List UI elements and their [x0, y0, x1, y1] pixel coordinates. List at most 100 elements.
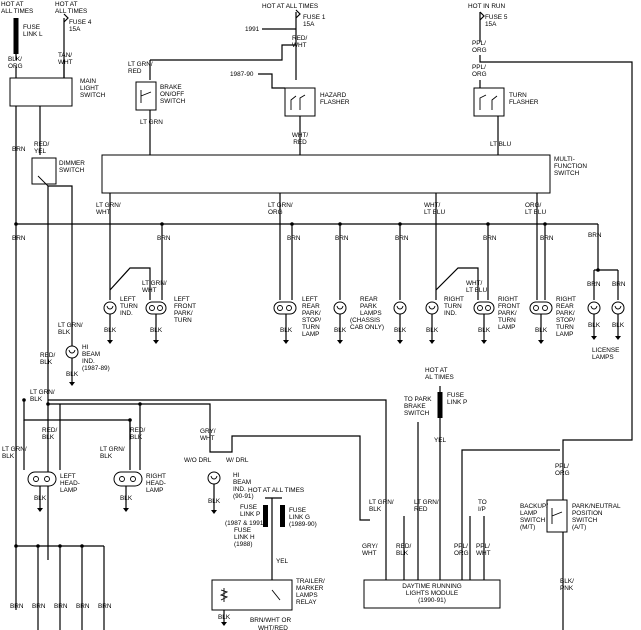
headlamps: LT GRN/BLK RED/BLK RED/BLK LT GRN/BLK LT… — [2, 389, 211, 512]
svg-text:RED/BLK: RED/BLK — [42, 427, 57, 441]
svg-text:LT BLU: LT BLU — [490, 141, 511, 148]
svg-text:LT GRN/WHT: LT GRN/WHT — [142, 280, 167, 294]
bottom-brn-row: BRN BRN BRN BRN BRN — [10, 544, 112, 630]
svg-text:WHT/LT BLU: WHT/LT BLU — [424, 202, 445, 216]
svg-text:LT GRN/WHT: LT GRN/WHT — [96, 202, 121, 216]
svg-text:BRN/WHT OR: BRN/WHT OR — [250, 617, 291, 624]
svg-text:BRN: BRN — [612, 281, 626, 288]
svg-text:LT GRN: LT GRN — [140, 119, 163, 126]
svg-text:BRN: BRN — [395, 235, 409, 242]
svg-text:BLK: BLK — [218, 614, 231, 621]
svg-text:W/O DRL: W/O DRL — [184, 457, 212, 464]
svg-text:LT GRN/BLK: LT GRN/BLK — [369, 499, 394, 513]
svg-text:TAN/WHT: TAN/WHT — [58, 52, 73, 66]
svg-text:BRN: BRN — [54, 603, 68, 610]
svg-text:1991: 1991 — [245, 26, 260, 33]
svg-text:BRN: BRN — [287, 235, 301, 242]
svg-text:YEL: YEL — [276, 558, 289, 565]
svg-text:RED/WHT: RED/WHT — [292, 35, 307, 49]
svg-text:TOI/P: TOI/P — [478, 499, 487, 513]
svg-text:BLK: BLK — [66, 371, 79, 378]
svg-text:RED/BLK: RED/BLK — [40, 352, 55, 366]
svg-text:BRN: BRN — [483, 235, 497, 242]
svg-text:BLK: BLK — [120, 495, 133, 502]
svg-text:1987-90: 1987-90 — [230, 71, 254, 78]
svg-text:BLK: BLK — [535, 327, 548, 334]
svg-text:GRY/WHT: GRY/WHT — [362, 543, 378, 557]
svg-text:BRN: BRN — [98, 603, 112, 610]
svg-text:LT GRN/BLK: LT GRN/BLK — [2, 446, 27, 460]
svg-text:PPL/ORG: PPL/ORG — [555, 463, 570, 477]
svg-text:BLK: BLK — [334, 327, 347, 334]
svg-text:WHT/RED: WHT/RED — [258, 625, 288, 630]
svg-text:RED/BLK: RED/BLK — [130, 427, 145, 441]
svg-text:RED/YEL: RED/YEL — [34, 141, 49, 155]
svg-text:BRN: BRN — [10, 603, 24, 610]
svg-text:BRN: BRN — [76, 603, 90, 610]
svg-text:BLK: BLK — [394, 327, 407, 334]
svg-text:LT GRN/RED: LT GRN/RED — [128, 61, 153, 75]
svg-text:BLK: BLK — [588, 322, 601, 329]
svg-text:HOT IN RUN: HOT IN RUN — [468, 3, 506, 10]
svg-text:BRN: BRN — [588, 232, 602, 239]
svg-text:BRN: BRN — [32, 603, 46, 610]
svg-text:BLK: BLK — [478, 327, 491, 334]
svg-text:HOT AT ALL TIMES: HOT AT ALL TIMES — [262, 3, 318, 10]
svg-text:BLK/PNK: BLK/PNK — [560, 578, 574, 592]
svg-text:BRN: BRN — [12, 235, 26, 242]
svg-text:WHT/LT BLU: WHT/LT BLU — [466, 280, 487, 294]
svg-text:LT GRN/BLK: LT GRN/BLK — [58, 322, 83, 336]
svg-text:LT GRN/RED: LT GRN/RED — [414, 499, 439, 513]
svg-text:BLK: BLK — [208, 498, 221, 505]
svg-text:BRN: BRN — [12, 146, 26, 153]
svg-text:BLK: BLK — [104, 327, 117, 334]
svg-text:BLK: BLK — [280, 327, 293, 334]
svg-text:BRN: BRN — [587, 281, 601, 288]
svg-text:PPL/WHT: PPL/WHT — [476, 543, 491, 557]
svg-text:BRN: BRN — [335, 235, 349, 242]
svg-text:ORG/LT BLU: ORG/LT BLU — [525, 202, 546, 216]
svg-text:BLK: BLK — [612, 322, 625, 329]
svg-text:HOT AT ALL TIMES: HOT AT ALL TIMES — [248, 487, 304, 494]
svg-text:W/ DRL: W/ DRL — [226, 457, 249, 464]
svg-text:PPL/ORG: PPL/ORG — [472, 40, 487, 54]
